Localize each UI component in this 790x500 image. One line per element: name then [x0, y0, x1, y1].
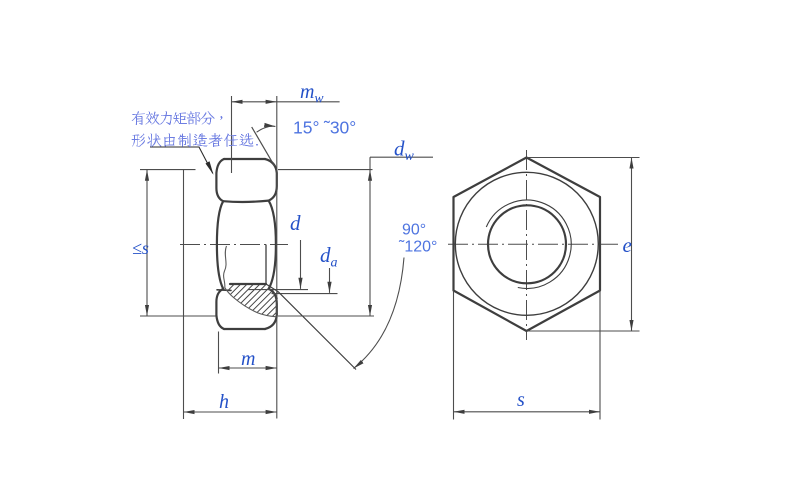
label-e: e — [623, 233, 632, 257]
nut-left-profile — [215, 157, 226, 331]
chamfer-circle — [454, 171, 599, 317]
label-countersink-angle-min: 90° — [402, 222, 426, 239]
label-countersink-angle-max: ˜120° — [398, 239, 437, 256]
countersink-angle-arc — [353, 257, 405, 369]
crimp-angle-arc — [256, 122, 276, 133]
label-crimp-angle-min: 15° — [293, 118, 319, 138]
break-line — [223, 245, 277, 318]
thread-minor-circle — [486, 204, 568, 285]
end-view: e s — [448, 150, 640, 420]
thread-major-arc — [485, 199, 572, 289]
side-view-dimensions — [140, 96, 433, 419]
section-hatching — [224, 284, 279, 317]
label-crimp-angle-max: ˜30° — [323, 118, 356, 138]
callout-note-line1 — [131, 111, 223, 125]
crimp-angle-line — [251, 126, 276, 167]
label-m: m — [241, 348, 255, 370]
side-view: mw 15° ˜30° dw d da ≤s m h 90° ˜120° — [131, 81, 437, 419]
callout-note — [131, 111, 258, 147]
callout-note-line2 — [131, 133, 258, 147]
countersink-edge-leader — [265, 283, 357, 370]
label-h: h — [219, 391, 229, 413]
label-da: da — [320, 243, 338, 271]
label-d: d — [290, 211, 301, 235]
facet-edge-upper — [222, 199, 270, 204]
label-mw: mw — [300, 81, 323, 106]
label-s: s — [517, 389, 525, 411]
end-view-dimensions — [452, 156, 640, 420]
callout-arrowhead — [205, 161, 214, 175]
label-dw: dw — [394, 137, 415, 165]
label-s-max: ≤s — [132, 238, 149, 258]
